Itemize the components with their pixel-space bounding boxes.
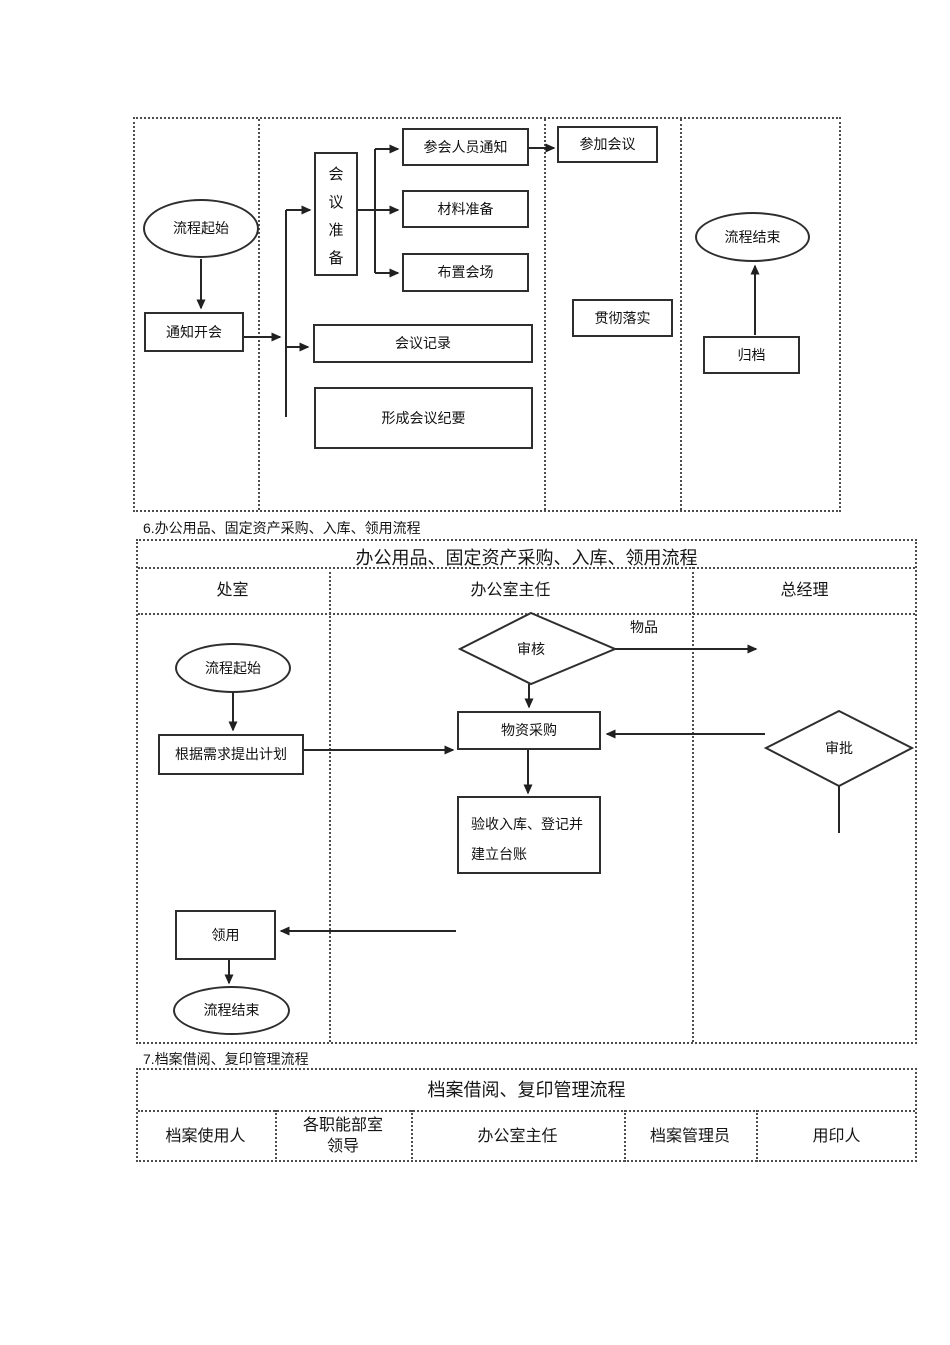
- archive-column-dept-leader-line2: 领导: [326, 1138, 359, 1155]
- meeting-lane-divider-1: [258, 119, 260, 510]
- supplies-stock-line2: 建立台账: [471, 846, 527, 862]
- meeting-venue-box: 布置会场: [402, 253, 529, 292]
- archive-column-seal-user: 用印人: [812, 1127, 861, 1145]
- supplies-stock-box: 验收入库、登记并 建立台账: [457, 796, 601, 874]
- archive-table: [136, 1068, 917, 1162]
- supplies-plan-box: 根据需求提出计划: [158, 734, 304, 775]
- archive-table-title: 档案借阅、复印管理流程: [427, 1080, 626, 1100]
- section6-heading: 6.办公用品、固定资产采购、入库、领用流程: [143, 520, 421, 536]
- meeting-prepare-box: 会议准备: [314, 152, 358, 276]
- meeting-attendee-notice-box: 参会人员通知: [402, 128, 529, 166]
- archive-lane-divider-1: [275, 1110, 277, 1162]
- supplies-stock-line1: 验收入库、登记并: [471, 816, 583, 832]
- archive-column-dept-leader: 各职能部室 领导: [275, 1110, 411, 1162]
- archive-lane-divider-4: [756, 1110, 758, 1162]
- meeting-lane-divider-2: [544, 119, 546, 510]
- review-diamond-label: 审核: [517, 641, 545, 657]
- archive-column-office-director: 办公室主任: [477, 1127, 558, 1145]
- meeting-flow-table: [133, 117, 841, 512]
- meeting-notify-box: 通知开会: [144, 312, 244, 352]
- supplies-end-oval: 流程结束: [173, 986, 290, 1035]
- supplies-start-oval: 流程起始: [175, 643, 291, 693]
- archive-column-dept-leader-line1: 各职能部室: [302, 1117, 383, 1134]
- archive-column-file-manager: 档案管理员: [649, 1127, 730, 1145]
- meeting-record-box: 会议记录: [313, 324, 533, 363]
- meeting-implement-box: 贯彻落实: [572, 299, 673, 337]
- supplies-table-title: 办公用品、固定资产采购、入库、领用流程: [355, 548, 698, 568]
- meeting-lane-divider-3: [680, 119, 682, 510]
- meeting-end-oval: 流程结束: [695, 212, 810, 262]
- archive-column-file-user: 档案使用人: [165, 1127, 246, 1145]
- supplies-column-chushi: 处室: [216, 581, 249, 599]
- meeting-materials-box: 材料准备: [402, 190, 529, 228]
- supplies-column-general-manager: 总经理: [780, 581, 829, 599]
- archive-lane-divider-3: [624, 1110, 626, 1162]
- supplies-header-divider: [138, 613, 915, 615]
- section7-heading: 7.档案借阅、复印管理流程: [143, 1051, 309, 1067]
- supplies-table: [136, 539, 917, 1044]
- meeting-start-oval: 流程起始: [143, 199, 259, 258]
- archive-lane-divider-2: [411, 1110, 413, 1162]
- supplies-purchase-box: 物资采购: [457, 711, 601, 750]
- goods-label: 物品: [630, 619, 658, 635]
- approve-diamond-label: 审批: [825, 740, 853, 756]
- supplies-lane-divider-1: [329, 567, 331, 1042]
- meeting-minutes-box: 形成会议纪要: [314, 387, 533, 449]
- supplies-issue-box: 领用: [175, 910, 276, 960]
- supplies-lane-divider-2: [692, 567, 694, 1042]
- supplies-column-office-director: 办公室主任: [470, 581, 551, 599]
- meeting-attend-box: 参加会议: [557, 126, 658, 163]
- meeting-archive-box: 归档: [703, 336, 800, 374]
- archive-title-divider: [138, 1110, 915, 1112]
- supplies-title-divider: [138, 567, 915, 569]
